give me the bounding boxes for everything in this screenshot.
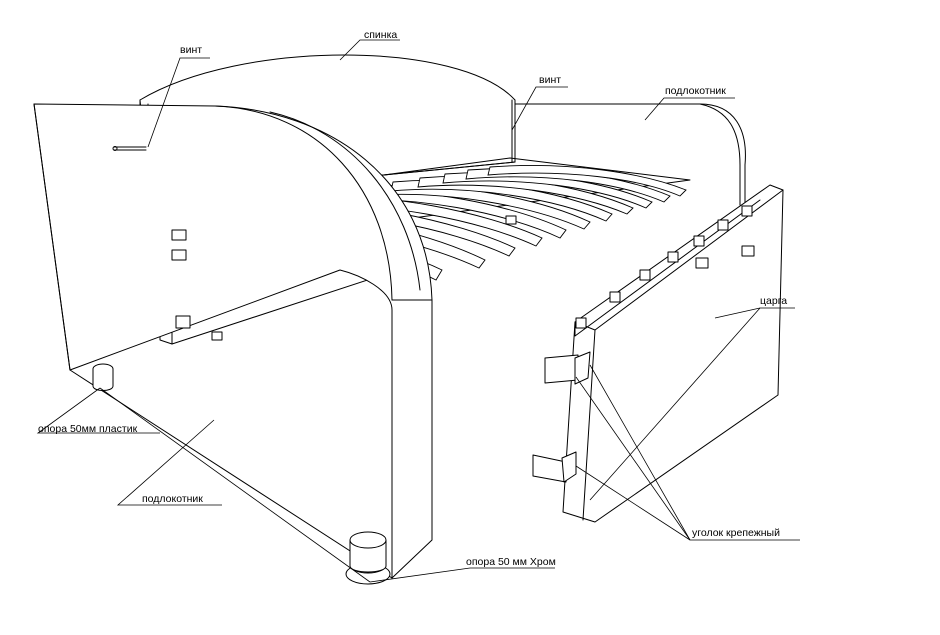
rail-brackets [171, 205, 755, 341]
mounting-corners [532, 351, 591, 483]
label-armrest-left: подлокотник [142, 493, 203, 505]
label-foot-chrome: опора 50 мм Хром [466, 556, 556, 568]
side-rail [562, 184, 784, 523]
label-screw-left: винт [180, 44, 202, 56]
label-bracket: уголок крепежный [692, 527, 780, 539]
left-armrest [33, 103, 433, 579]
label-screw-right: винт [539, 74, 561, 86]
label-foot-plastic: опора 50мм пластик [38, 423, 138, 435]
plastic-foot [92, 363, 114, 391]
label-backrest: спинка [364, 29, 397, 41]
leader-lines [36, 39, 800, 583]
label-armrest-right: подлокотник [665, 85, 726, 97]
screw-left [112, 146, 147, 151]
right-armrest [511, 99, 746, 206]
label-side-rail: царга [760, 295, 787, 307]
chrome-foot [345, 531, 391, 585]
